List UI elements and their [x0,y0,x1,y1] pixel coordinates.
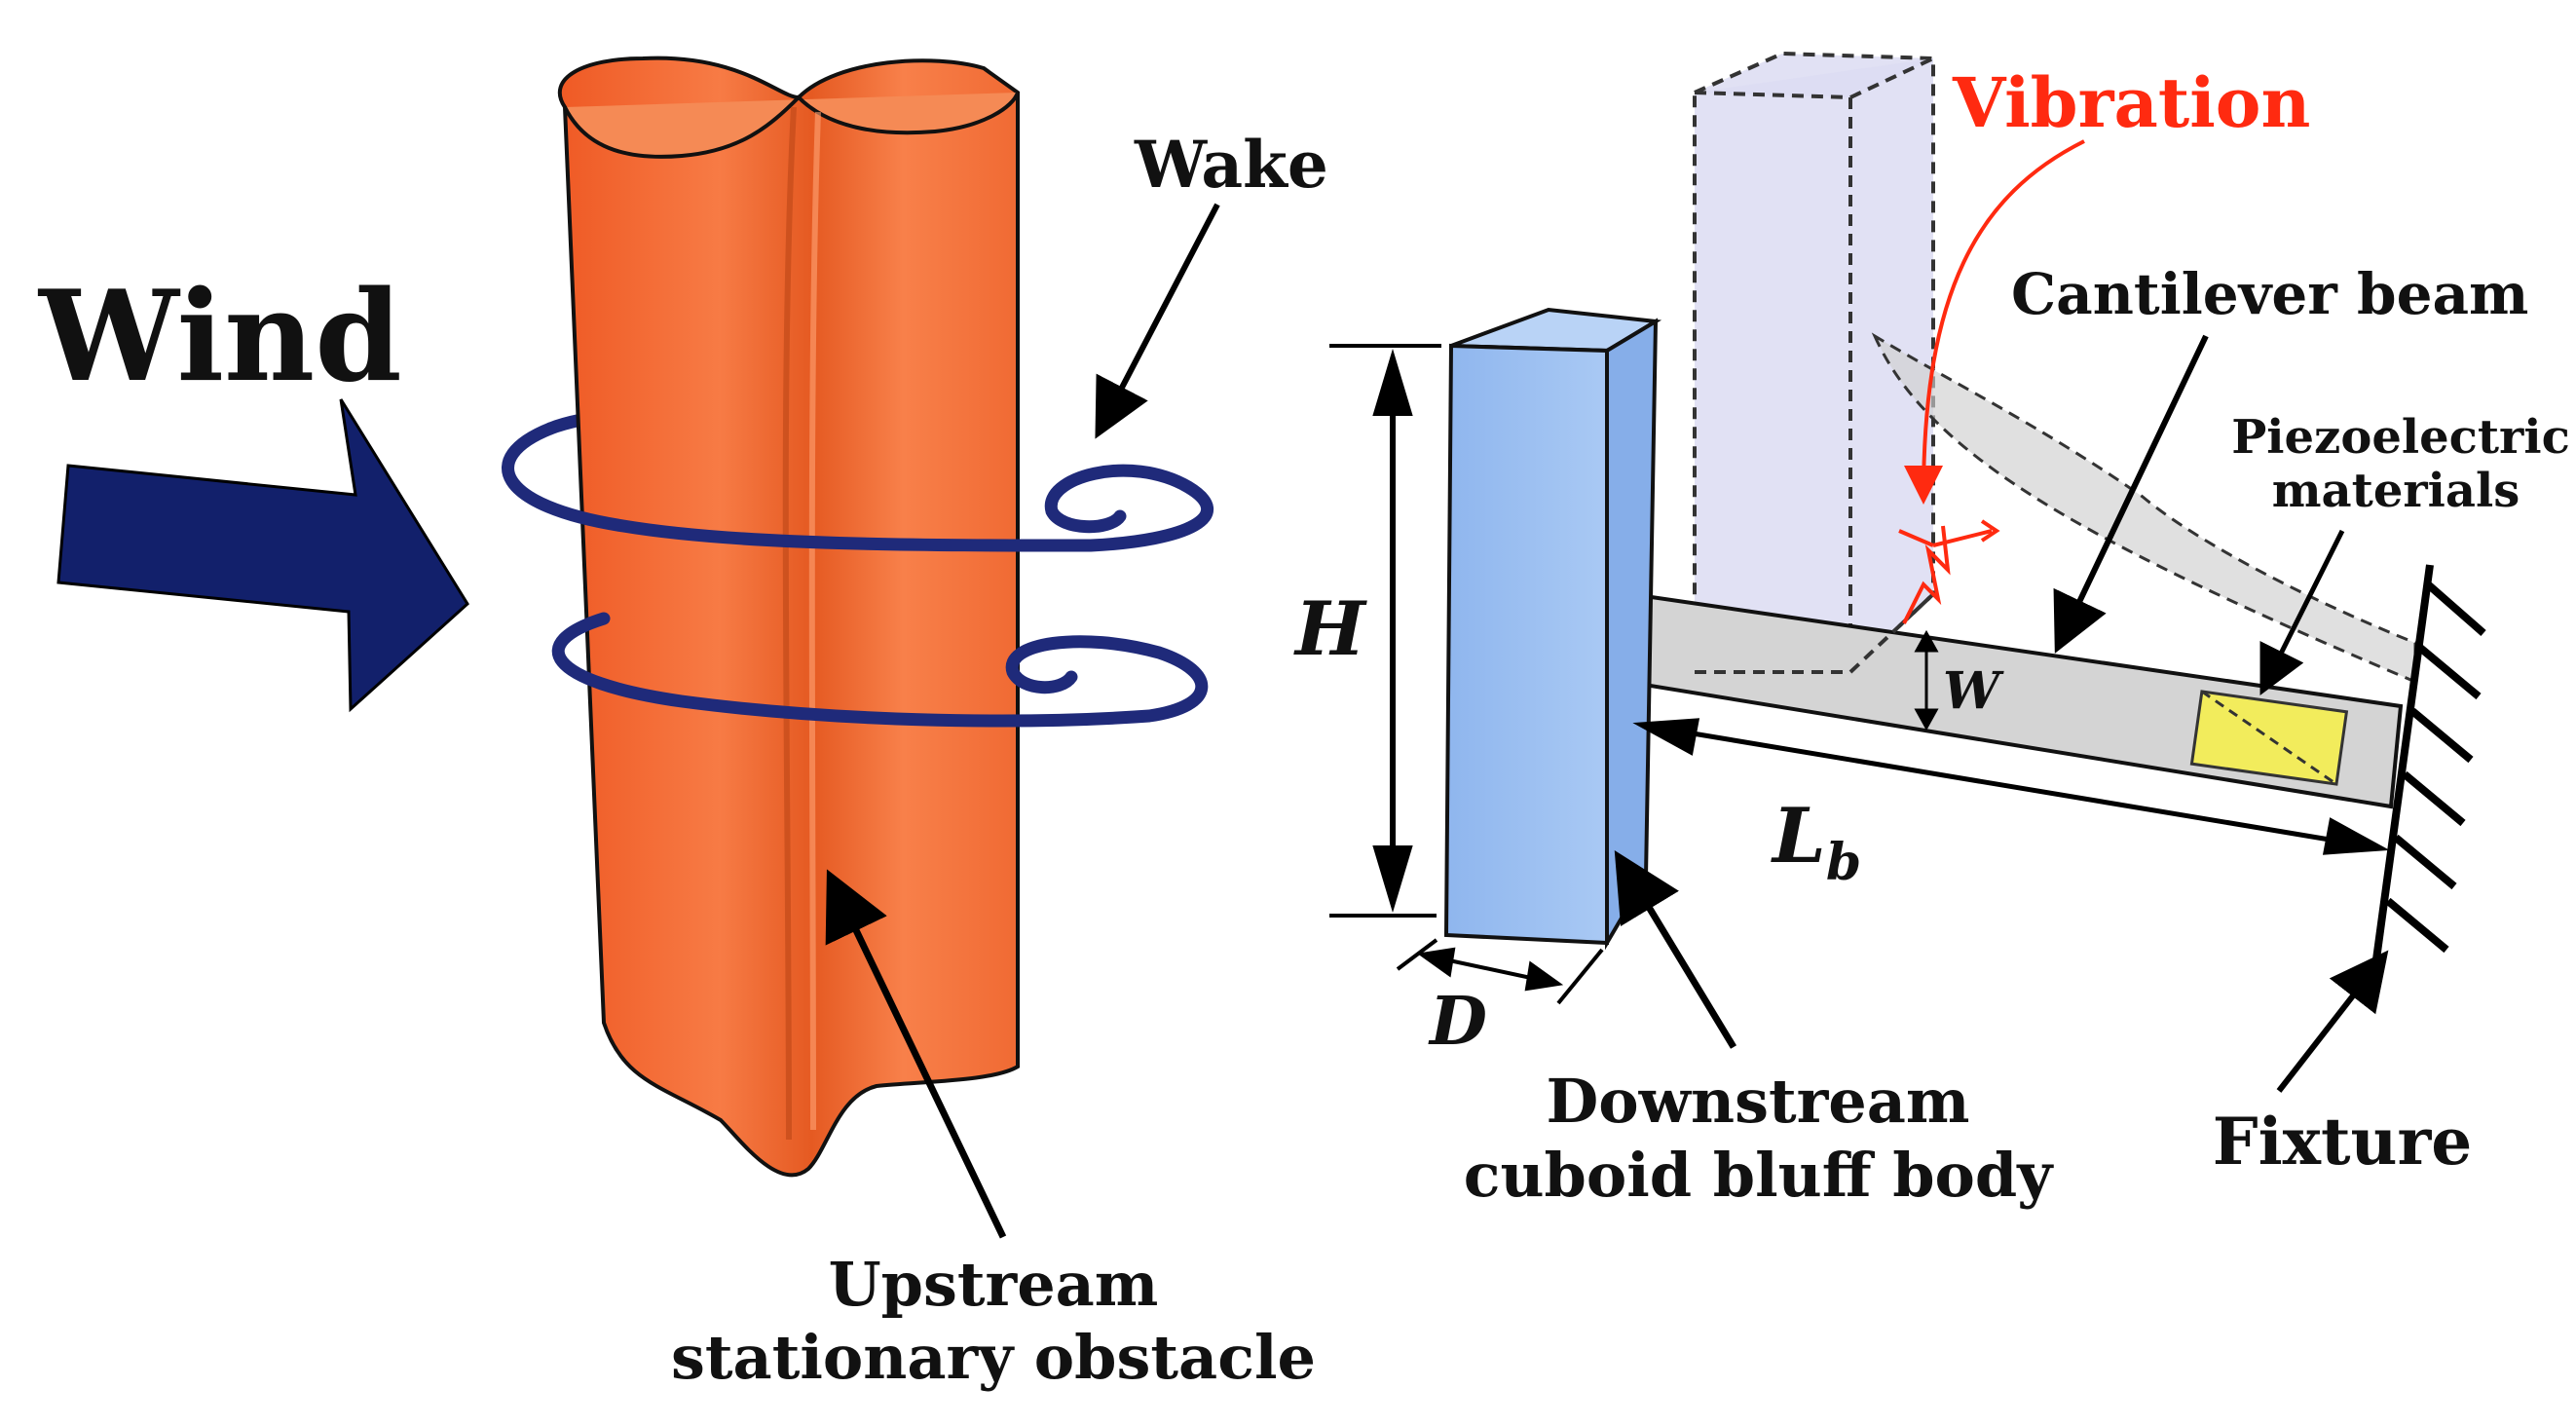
height-dimension [1329,344,1441,918]
cantilever-pointer-arrow [2053,334,2209,654]
piezo-patch [2189,690,2349,786]
wake-vortex-front [502,422,1213,728]
vibration-pointer-arrow [1904,139,2085,505]
fixture [2372,564,2486,960]
wind-arrow-icon [56,398,469,713]
upstream-label-line2: stationary obstacle [671,1322,1316,1393]
wake-label: Wake [1134,127,1328,203]
width-dimension [1914,629,1939,731]
upstream-pointer-arrow [825,869,1007,1239]
cantilever-label: Cantilever beam [2011,261,2528,327]
width-label: W [1943,661,2004,721]
length-label: Lb [1771,792,1861,892]
vibration-label: Vibration [1952,62,2310,143]
fixture-pointer-arrow [2276,950,2389,1093]
piezo-pointer-arrow [2259,529,2345,695]
deflected-beam [1871,332,2417,685]
piezo-dash [2201,690,2337,786]
downstream-label-line1: Downstream [1547,1066,1970,1137]
height-label: H [1293,585,1367,672]
upstream-obstacle [557,56,1020,1178]
downstream-label-line2: cuboid bluff body [1464,1140,2055,1211]
wake-pointer-arrow [1095,203,1220,439]
fixture-label: Fixture [2213,1104,2473,1180]
ghost-base-outline [1695,592,1935,674]
piezo-label-line2: materials [2272,464,2520,518]
downstream-bluff-body [1443,307,1662,951]
depth-label: D [1428,983,1487,1061]
downstream-pointer-arrow [1614,850,1736,1049]
length-dimension [1632,718,2390,855]
piezo-label-line1: Piezoelectric [2231,410,2570,465]
depth-dimension [1396,938,1604,1005]
vibration-zigzag-icon [1898,519,2000,624]
wind-label: Wind [37,264,402,410]
upstream-label-line1: Upstream [829,1249,1159,1320]
